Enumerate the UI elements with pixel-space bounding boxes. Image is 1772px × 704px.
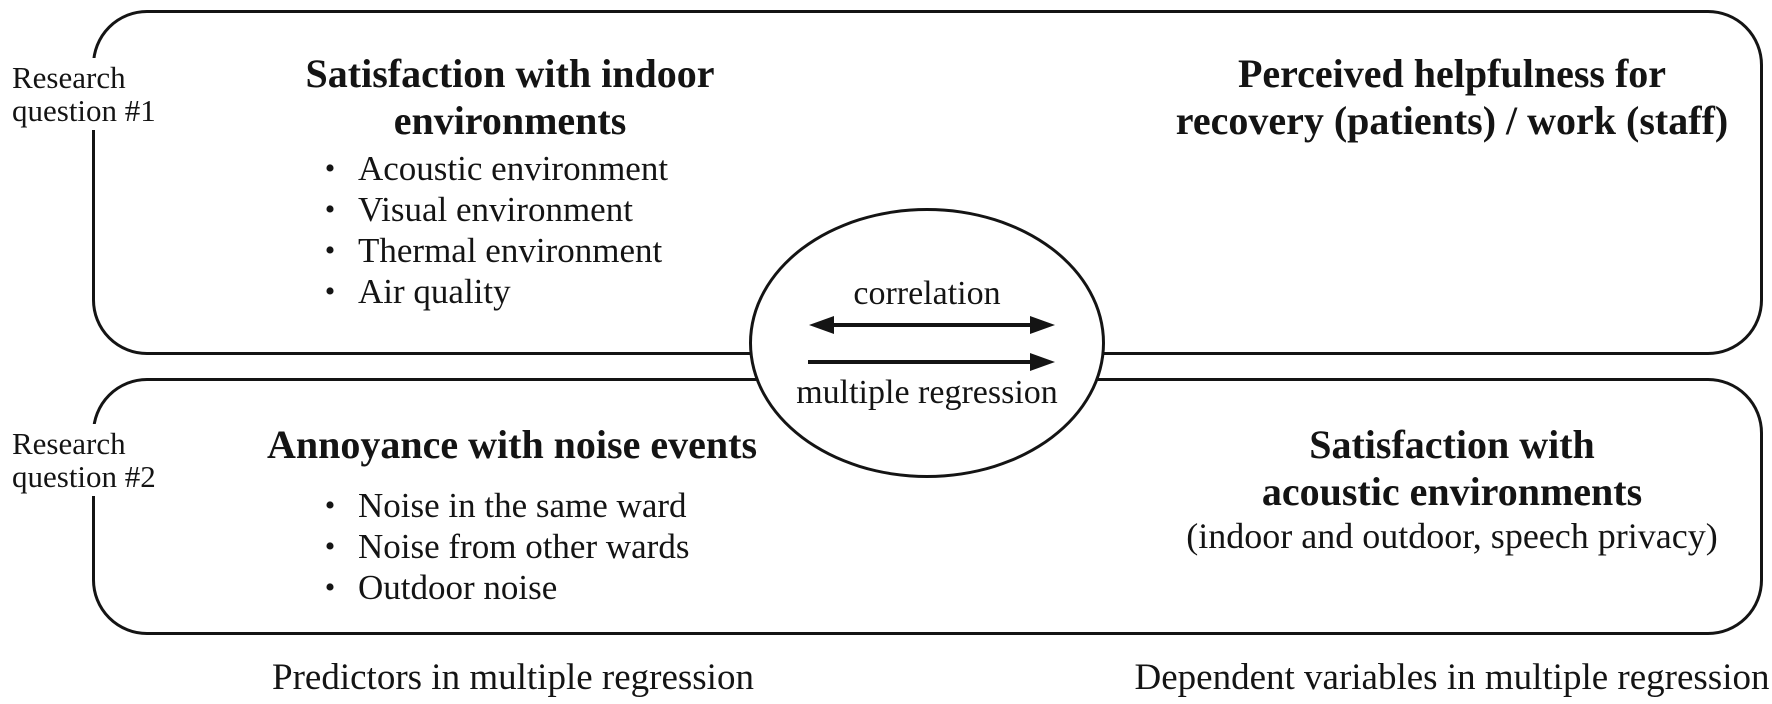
connector-arrows [808, 316, 1055, 371]
connector-ellipse [749, 208, 1105, 478]
list-item-label: Noise from other wards [358, 526, 690, 566]
list-item-label: Thermal environment [358, 230, 663, 270]
list-item-label: Noise in the same ward [358, 485, 687, 525]
bullet-icon [318, 234, 342, 268]
bullet-icon [318, 193, 342, 227]
rq2-outcome-subtitle: (indoor and outdoor, speech privacy) [1186, 516, 1718, 556]
research-question-1-label: Research question #1 [6, 58, 170, 130]
rq1-predictor-title: Satisfaction with indoor environments [305, 51, 715, 143]
bullet-icon [318, 152, 342, 186]
rq2-predictor-title: Annoyance with noise events [266, 422, 758, 467]
list-item-label: Outdoor noise [358, 567, 558, 607]
list-item: Noise in the same ward [318, 485, 689, 526]
multiple-regression-label: multiple regression [796, 374, 1058, 411]
rq1-predictor-list: Acoustic environment Visual environment … [318, 148, 668, 312]
list-item-label: Visual environment [358, 189, 633, 229]
list-item: Visual environment [318, 189, 668, 230]
rq2-outcome-block: Satisfaction with acoustic environments … [1102, 421, 1772, 557]
list-item: Outdoor noise [318, 567, 689, 608]
correlation-label: correlation [853, 275, 1001, 312]
regression-arrow-icon [808, 353, 1055, 371]
list-item: Thermal environment [318, 230, 668, 271]
list-item: Air quality [318, 271, 668, 312]
list-item: Noise from other wards [318, 526, 689, 567]
bullet-icon [318, 275, 342, 309]
rq2-predictor-list: Noise in the same ward Noise from other … [318, 485, 689, 608]
rq1-outcome-title: Perceived helpfulness for recovery (pati… [1175, 51, 1729, 143]
dependent-variables-caption: Dependent variables in multiple regressi… [1134, 657, 1770, 698]
list-item-label: Air quality [358, 271, 511, 311]
list-item-label: Acoustic environment [358, 148, 669, 188]
predictors-caption: Predictors in multiple regression [272, 657, 754, 698]
correlation-arrow-icon [809, 316, 1055, 334]
rq2-outcome-title: Satisfaction with acoustic environments [1261, 422, 1643, 514]
bullet-icon [318, 530, 342, 564]
research-question-2-label: Research question #2 [6, 424, 170, 496]
bullet-icon [318, 571, 342, 605]
list-item: Acoustic environment [318, 148, 668, 189]
bullet-icon [318, 489, 342, 523]
